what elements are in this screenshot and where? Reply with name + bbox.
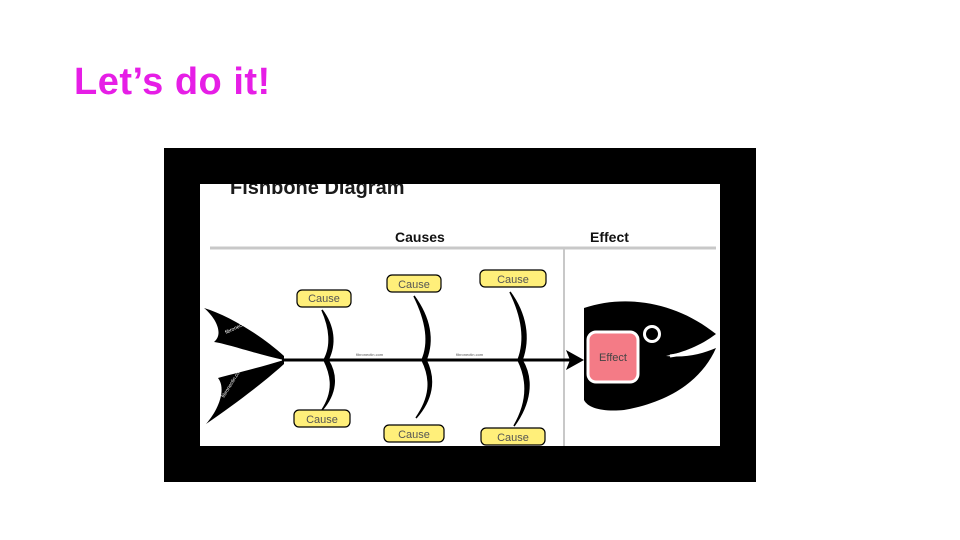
cause-box-bottom-2: Cause (383, 424, 445, 443)
cause-label-top-3: Cause (497, 274, 529, 286)
cause-label-bottom-3: Cause (497, 432, 529, 444)
spine-watermark-1: fibronectin.com (356, 352, 384, 357)
bone-top-3 (509, 291, 527, 361)
diagram-frame: Fishbone Diagram Causes Effect fibronect… (164, 148, 756, 482)
cause-label-bottom-1: Cause (306, 414, 338, 426)
bone-bottom-3 (513, 359, 530, 427)
fish-eye-pupil (646, 328, 658, 340)
cause-box-top-3: Cause (479, 269, 547, 288)
fish-tail-upper (204, 308, 284, 360)
cause-box-top-2: Cause (386, 274, 442, 293)
bone-top-1 (321, 309, 334, 361)
bone-bottom-2 (415, 359, 433, 419)
fishbone-diagram: Fishbone Diagram Causes Effect fibronect… (200, 184, 720, 446)
slide-title: Let’s do it! (74, 61, 271, 103)
effect-label: Effect (599, 352, 627, 364)
causes-header: Causes (395, 229, 445, 245)
cause-box-top-1: Cause (296, 289, 352, 308)
spine-arrowhead (566, 350, 584, 370)
effect-header: Effect (590, 229, 629, 245)
bone-bottom-1 (321, 359, 335, 411)
fish-mouth (669, 340, 715, 358)
cause-box-bottom-1: Cause (293, 409, 351, 428)
cause-box-bottom-3: Cause (480, 427, 546, 446)
spine-watermark-2: fibronectin.com (456, 352, 484, 357)
fish-tail-lower (206, 360, 284, 424)
cause-label-top-1: Cause (308, 293, 340, 305)
fishbone-svg: Fishbone Diagram Causes Effect fibronect… (204, 184, 716, 446)
diagram-title: Fishbone Diagram (230, 184, 404, 199)
cause-label-top-2: Cause (398, 279, 430, 291)
cause-label-bottom-2: Cause (398, 429, 430, 441)
effect-box: Effect (586, 330, 640, 384)
bone-top-2 (413, 295, 431, 361)
